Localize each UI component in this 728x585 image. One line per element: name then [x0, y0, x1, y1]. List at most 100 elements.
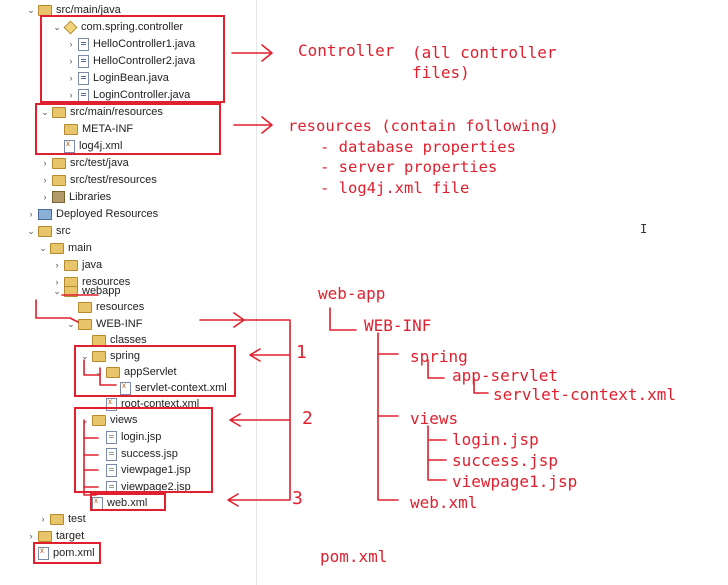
expand-toggle[interactable]: ⌄ — [39, 242, 47, 253]
tree-item-log4j[interactable]: log4j.xml — [52, 138, 122, 154]
library-icon — [52, 191, 65, 203]
tree-item-label: appServlet — [124, 366, 177, 378]
tree-item-deployed-resources[interactable]: › Deployed Resources — [26, 206, 159, 222]
expand-toggle[interactable]: › — [43, 175, 47, 185]
tree-item-label: resources — [96, 301, 145, 313]
tree-item-label: Libraries — [69, 191, 112, 203]
expand-toggle[interactable]: › — [29, 531, 33, 541]
tree-item-hellocontroller1[interactable]: › HelloController1.java — [66, 36, 195, 52]
tree-item-label: web.xml — [107, 497, 148, 509]
highlight-box-views — [74, 407, 213, 493]
note-resources-database: - database properties — [320, 138, 516, 156]
folder-icon — [78, 301, 92, 313]
xml-file-icon — [64, 139, 75, 153]
tree-item-package-controller[interactable]: ⌄com.spring.controller — [52, 19, 183, 35]
expand-toggle[interactable]: ⌄ — [27, 225, 35, 236]
tree-item-pom-xml[interactable]: pom.xml — [26, 545, 95, 561]
source-folder-icon — [38, 4, 52, 16]
xml-file-icon — [38, 546, 49, 560]
tree-item-label: spring — [110, 350, 140, 362]
tree-item-loginbean[interactable]: › LoginBean.java — [66, 70, 169, 86]
tree-item-servlet-context[interactable]: servlet-context.xml — [108, 380, 227, 396]
expand-toggle[interactable]: ⌄ — [53, 285, 61, 296]
tree-item-src-test-resources[interactable]: › src/test/resources — [40, 172, 157, 188]
folder-icon — [92, 334, 106, 346]
tree-item-label: log4j.xml — [79, 140, 123, 152]
folder-icon — [50, 242, 64, 254]
expand-toggle[interactable]: ⌄ — [41, 106, 49, 117]
tree-item-label: LoginBean.java — [93, 72, 169, 84]
diagram-web-app: web-app — [318, 284, 386, 303]
tree-item-label: test — [68, 513, 86, 525]
expand-toggle[interactable]: › — [69, 73, 73, 83]
tree-item-webapp[interactable]: ⌄ webapp — [52, 283, 121, 299]
tree-item-web-inf[interactable]: ⌄WEB-INF — [66, 316, 142, 332]
tree-item-label: viewpage2.jsp — [121, 481, 191, 493]
expand-toggle[interactable]: ⌄ — [53, 21, 61, 32]
diagram-login-jsp: login.jsp — [452, 430, 539, 449]
tree-item-logincontroller[interactable]: ›LoginController.java — [66, 87, 190, 103]
tree-item-main[interactable]: ⌄main — [38, 240, 92, 256]
expand-toggle[interactable]: › — [43, 158, 47, 168]
tree-item-webapp-resources[interactable]: resources — [66, 299, 144, 315]
tree-item-libraries[interactable]: › Libraries — [40, 189, 111, 205]
tree-item-src-main-resources[interactable]: ⌄src/main/resources — [40, 104, 163, 120]
jsp-file-icon — [106, 447, 117, 461]
note-resources: resources (contain following) — [288, 117, 559, 135]
expand-toggle[interactable]: › — [29, 209, 33, 219]
java-file-icon — [78, 71, 89, 85]
tree-item-label: src/main/java — [56, 4, 121, 16]
expand-toggle[interactable]: › — [43, 192, 47, 202]
tree-item-label: HelloController1.java — [93, 38, 196, 50]
source-folder-icon — [52, 106, 66, 118]
diagram-viewpage1-jsp: viewpage1.jsp — [452, 472, 578, 491]
label-number-1: 1 — [296, 342, 307, 363]
tree-item-label: login.jsp — [121, 431, 162, 443]
source-folder-icon — [52, 157, 66, 169]
note-controller: Controller — [298, 41, 395, 60]
tree-item-meta-inf[interactable]: META-INF — [52, 121, 133, 137]
tree-item-label: resources — [82, 276, 131, 288]
folder-icon — [50, 513, 64, 525]
expand-toggle[interactable]: › — [69, 90, 73, 100]
diagram-app-servlet: app-servlet — [452, 366, 558, 385]
tree-item-hellocontroller2[interactable]: ›HelloController2.java — [66, 53, 195, 69]
tree-item-test[interactable]: › test — [38, 511, 86, 527]
jsp-file-icon — [106, 463, 117, 477]
tree-item-spring[interactable]: ⌄ spring — [80, 348, 140, 364]
expand-toggle[interactable]: ⌄ — [27, 4, 35, 15]
tree-item-target[interactable]: › target — [26, 528, 85, 544]
tree-item-web-xml[interactable]: web.xml — [80, 495, 147, 511]
text-cursor-icon: I — [640, 222, 648, 236]
tree-item-src-main-java[interactable]: ⌄ src/main/java — [26, 2, 121, 18]
expand-toggle[interactable]: › — [55, 260, 59, 270]
tree-item-label: Deployed Resources — [56, 208, 159, 220]
panel-divider — [256, 0, 257, 585]
tree-item-label: src/test/resources — [70, 174, 157, 186]
tree-item-success-jsp[interactable]: success.jsp — [94, 446, 178, 462]
expand-toggle[interactable]: ⌄ — [67, 318, 75, 329]
expand-toggle[interactable]: › — [55, 277, 59, 287]
xml-file-icon — [120, 381, 131, 395]
tree-item-src[interactable]: ⌄src — [26, 223, 70, 239]
tree-item-login-jsp[interactable]: login.jsp — [94, 429, 161, 445]
tree-item-label: webapp — [82, 285, 121, 297]
expand-toggle[interactable]: › — [69, 39, 73, 49]
jsp-file-icon — [106, 430, 117, 444]
note-resources-server: - server properties — [320, 158, 498, 176]
tree-item-label: META-INF — [82, 123, 134, 135]
tree-item-viewpage1-jsp[interactable]: viewpage1.jsp — [94, 462, 191, 478]
expand-toggle[interactable]: › — [41, 514, 45, 524]
tree-item-java[interactable]: ›java — [52, 257, 103, 273]
tree-item-src-test-java[interactable]: ›src/test/java — [40, 155, 129, 171]
folder-icon — [38, 530, 52, 542]
tree-item-label: servlet-context.xml — [135, 382, 227, 394]
diagram-servlet-context: servlet-context.xml — [493, 385, 677, 404]
diagram-pom-xml: pom.xml — [320, 547, 388, 566]
tree-item-label: target — [56, 530, 85, 542]
expand-toggle[interactable]: ⌄ — [81, 350, 89, 361]
tree-item-resources[interactable]: › resources — [52, 274, 131, 290]
diagram-success-jsp: success.jsp — [452, 451, 558, 470]
expand-toggle[interactable]: › — [69, 56, 73, 66]
xml-file-icon — [106, 397, 117, 411]
